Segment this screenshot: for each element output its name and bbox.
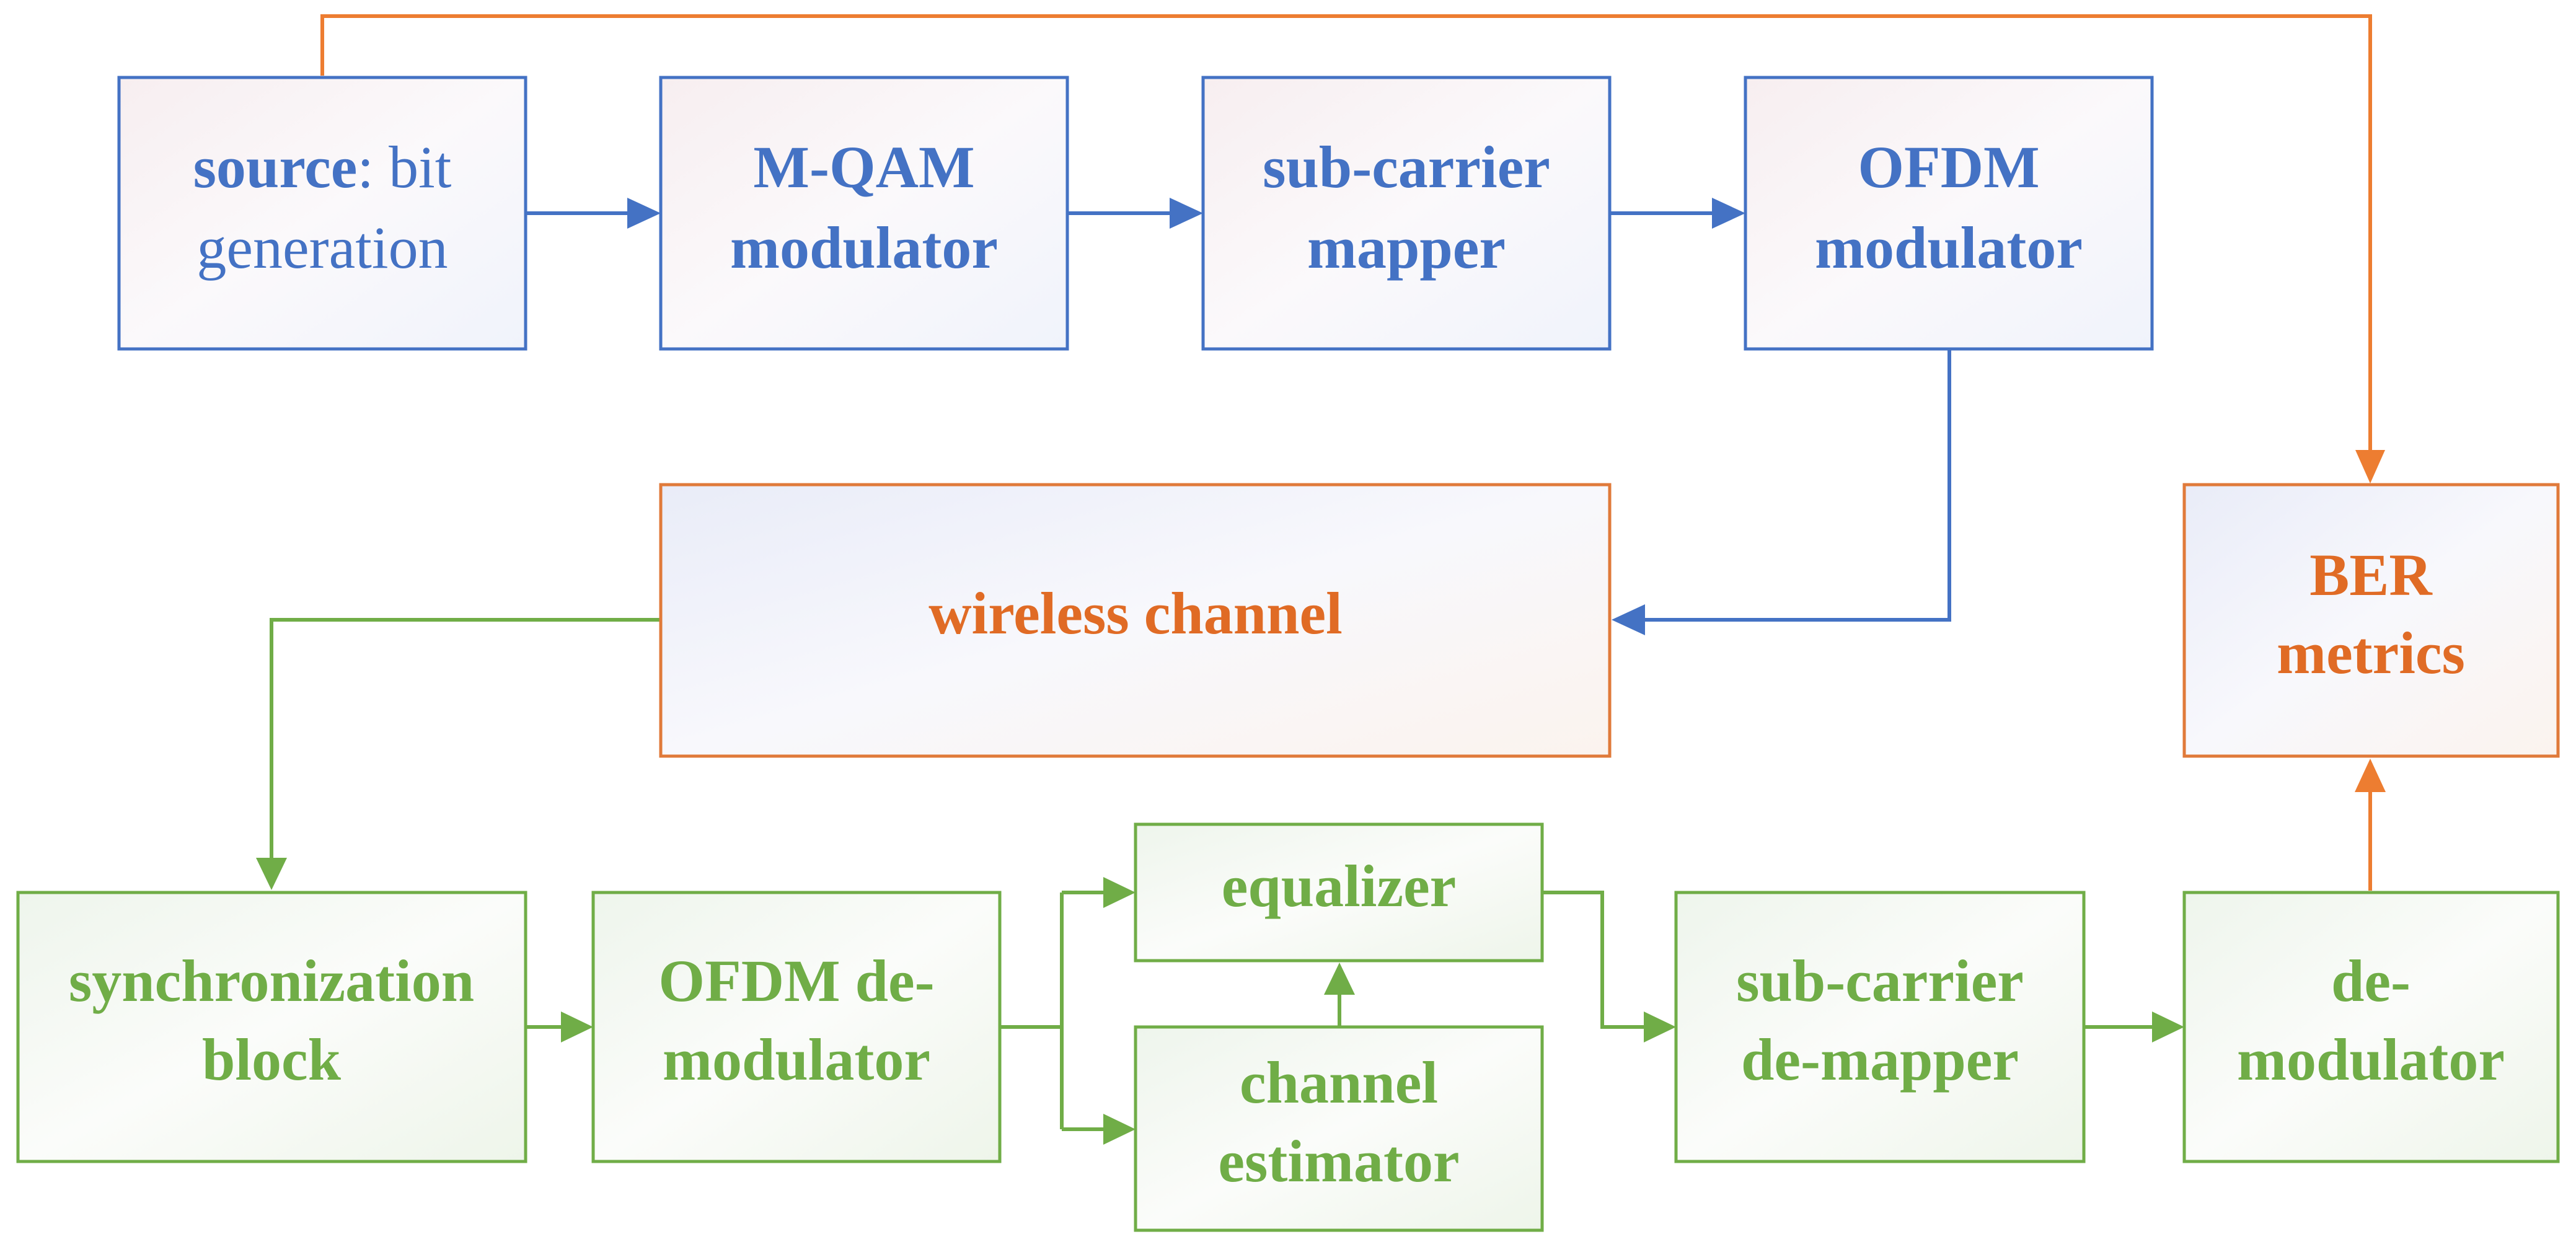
source-to-qam-arrowhead: [627, 198, 661, 229]
equalizer-block: equalizer: [1134, 822, 1544, 963]
source-block-label-rest: : bit: [357, 134, 451, 200]
split-to-equalizer-arrowhead: [1103, 877, 1136, 908]
subcarrier-demapper-block: sub-carrier de-mapper: [1674, 891, 2086, 1163]
equalizer-to-demapper-arrowhead: [1644, 1011, 1676, 1042]
synchronization-block: synchronization block: [16, 891, 527, 1163]
qam-to-mapper-arrowhead: [1170, 198, 1203, 229]
channel-estimator-label-line2: estimator: [1218, 1128, 1459, 1194]
subcarrier-demapper-label-line2: de-mapper: [1741, 1026, 2019, 1093]
ofdm-to-channel-arrowhead: [1612, 604, 1645, 635]
ber-metrics-label-line1: BER: [2309, 542, 2433, 608]
wireless-channel-block: wireless channel: [659, 483, 1612, 758]
subcarrier-mapper-label-line1: sub-carrier: [1263, 134, 1550, 200]
channel-to-sync-arrow: [270, 618, 661, 861]
ofdm-to-channel-arrow: [1643, 349, 1951, 622]
qam-modulator-block: M-QAM modulator: [659, 76, 1069, 351]
ofdm-demodulator-label-line2: modulator: [663, 1026, 930, 1093]
source-to-ber-arrow: [320, 14, 2372, 477]
qam-modulator-label-line1: M-QAM: [753, 134, 974, 200]
estimator-to-equalizer-arrowhead: [1324, 963, 1355, 995]
qam-modulator-label-line2: modulator: [730, 214, 998, 281]
ofdm-demodulator-block: OFDM de- modulator: [591, 891, 1002, 1163]
equalizer-label: equalizer: [1222, 853, 1457, 919]
synchronization-label-line2: block: [202, 1026, 342, 1093]
mapper-to-ofdm-arrowhead: [1712, 198, 1745, 229]
demodulator-label-line1: de-: [2331, 948, 2411, 1014]
wireless-channel-label: wireless channel: [929, 580, 1343, 646]
ber-metrics-block: BER metrics: [2182, 483, 2560, 758]
source-to-ber-arrowhead: [2355, 450, 2385, 483]
equalizer-to-demapper-arrow: [1542, 891, 1646, 1029]
demodulator-label-line2: modulator: [2237, 1026, 2505, 1093]
svg-text:source: bit: source: bit: [193, 134, 452, 200]
split-to-estimator-arrowhead: [1103, 1114, 1136, 1145]
demodulator-block: de- modulator: [2182, 891, 2560, 1163]
demod-to-ber-arrowhead: [2355, 759, 2386, 792]
channel-estimator-block: channel estimator: [1134, 1025, 1544, 1232]
subcarrier-mapper-label-line2: mapper: [1307, 214, 1506, 281]
demapper-to-demod-arrowhead: [2152, 1011, 2184, 1042]
source-block: source: bit generation: [117, 76, 527, 351]
subcarrier-mapper-block: sub-carrier mapper: [1201, 76, 1612, 351]
source-block-label-line2: generation: [196, 214, 448, 281]
synchronization-label-line1: synchronization: [69, 948, 474, 1014]
channel-estimator-label-line1: channel: [1240, 1049, 1438, 1116]
subcarrier-demapper-label-line1: sub-carrier: [1736, 948, 2024, 1014]
ofdm-modulator-label-line2: modulator: [1815, 214, 2083, 281]
ofdm-demod-split-line: [1000, 892, 1064, 1129]
source-block-label-bold: source: [193, 134, 358, 200]
ber-metrics-label-line2: metrics: [2277, 620, 2465, 686]
connectors: [256, 14, 2386, 1145]
ofdm-modulator-block: OFDM modulator: [1744, 76, 2154, 351]
sync-to-ofdm-demod-arrowhead: [561, 1011, 593, 1042]
channel-to-sync-arrowhead: [256, 858, 287, 890]
ofdm-demodulator-label-line1: OFDM de-: [658, 948, 934, 1014]
ofdm-modulator-label-line1: OFDM: [1858, 134, 2039, 200]
